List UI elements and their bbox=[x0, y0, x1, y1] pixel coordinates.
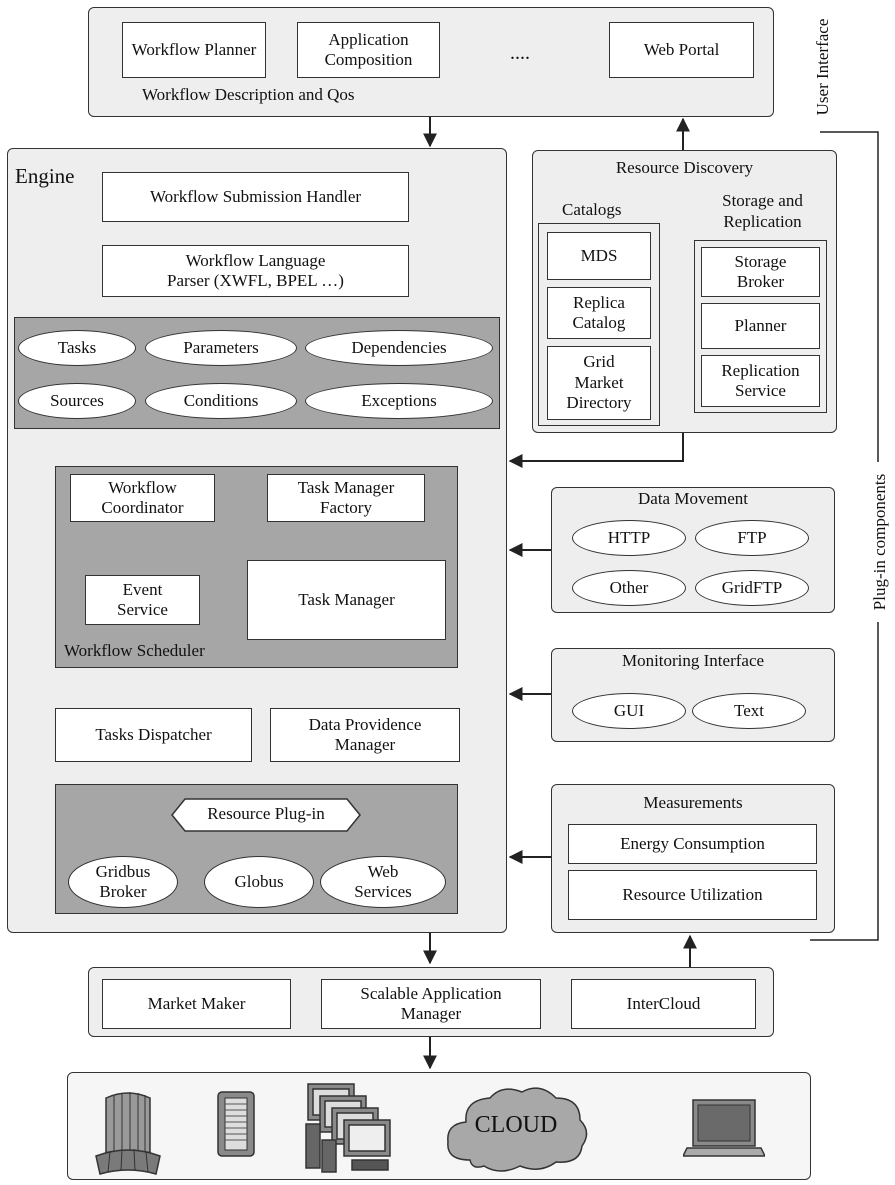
workflow-scheduler-caption: Workflow Scheduler bbox=[64, 641, 205, 660]
task-manager[interactable]: Task Manager bbox=[247, 560, 446, 640]
laptop-icon bbox=[683, 1099, 765, 1157]
monitoring-text[interactable]: Text bbox=[692, 693, 806, 729]
workflow-language-parser[interactable]: Workflow Language Parser (XWFL, BPEL …) bbox=[102, 245, 409, 297]
ui-item-web-portal[interactable]: Web Portal bbox=[609, 22, 754, 78]
element-parameters[interactable]: Parameters bbox=[145, 330, 297, 366]
catalog-grid-market-directory[interactable]: Grid Market Directory bbox=[547, 346, 651, 420]
metric-resource-utilization[interactable]: Resource Utilization bbox=[568, 870, 817, 920]
tasks-dispatcher[interactable]: Tasks Dispatcher bbox=[55, 708, 252, 762]
ui-item-workflow-planner[interactable]: Workflow Planner bbox=[122, 22, 266, 78]
resource-plugin-hexagon bbox=[171, 798, 361, 832]
target-gridbus-broker[interactable]: Gridbus Broker bbox=[68, 856, 178, 908]
metric-energy-consumption[interactable]: Energy Consumption bbox=[568, 824, 817, 864]
catalog-replica[interactable]: Replica Catalog bbox=[547, 287, 651, 339]
task-manager-factory[interactable]: Task Manager Factory bbox=[267, 474, 425, 522]
ui-item-application-composition[interactable]: Application Composition bbox=[297, 22, 440, 78]
workflow-coordinator[interactable]: Workflow Coordinator bbox=[70, 474, 215, 522]
element-exceptions[interactable]: Exceptions bbox=[305, 383, 493, 419]
server-icon bbox=[217, 1091, 255, 1157]
element-tasks[interactable]: Tasks bbox=[18, 330, 136, 366]
protocol-gridftp[interactable]: GridFTP bbox=[695, 570, 809, 606]
monitoring-title: Monitoring Interface bbox=[621, 651, 765, 670]
storage-group bbox=[694, 240, 827, 413]
protocol-http[interactable]: HTTP bbox=[572, 520, 686, 556]
measurements-title: Measurements bbox=[643, 793, 743, 812]
data-movement-title: Data Movement bbox=[638, 489, 748, 508]
data-providence-manager[interactable]: Data Providence Manager bbox=[270, 708, 460, 762]
catalogs-group bbox=[538, 223, 660, 426]
resource-discovery-title: Resource Discovery bbox=[615, 158, 754, 177]
market-maker[interactable]: Market Maker bbox=[102, 979, 291, 1029]
element-conditions[interactable]: Conditions bbox=[145, 383, 297, 419]
ui-caption: Workflow Description and Qos bbox=[142, 85, 355, 104]
monitoring-gui[interactable]: GUI bbox=[572, 693, 686, 729]
storage-planner[interactable]: Planner bbox=[701, 303, 820, 349]
event-service[interactable]: Event Service bbox=[85, 575, 200, 625]
ui-item-ellipsis: .... bbox=[510, 42, 530, 64]
arrow-discovery-to-engine bbox=[508, 433, 684, 468]
element-sources[interactable]: Sources bbox=[18, 383, 136, 419]
cluster-icon bbox=[305, 1083, 391, 1173]
user-interface-side-label: User Interface bbox=[813, 18, 832, 116]
scalable-application-manager[interactable]: Scalable Application Manager bbox=[321, 979, 541, 1029]
catalogs-label: Catalogs bbox=[562, 200, 622, 219]
protocol-ftp[interactable]: FTP bbox=[695, 520, 809, 556]
workflow-submission-handler[interactable]: Workflow Submission Handler bbox=[102, 172, 409, 222]
intercloud[interactable]: InterCloud bbox=[571, 979, 756, 1029]
storage-broker[interactable]: Storage Broker bbox=[701, 247, 820, 297]
target-globus[interactable]: Globus bbox=[204, 856, 314, 908]
storage-replication-label: Storage and Replication bbox=[722, 191, 803, 232]
element-dependencies[interactable]: Dependencies bbox=[305, 330, 493, 366]
cloud-icon bbox=[447, 1087, 588, 1172]
cloud-label: CLOUD bbox=[474, 1112, 558, 1138]
engine-title: Engine bbox=[15, 164, 75, 188]
supercomputer-icon bbox=[95, 1092, 161, 1175]
resource-plugin-title: Resource Plug-in bbox=[207, 804, 325, 823]
catalog-mds[interactable]: MDS bbox=[547, 232, 651, 280]
target-web-services[interactable]: Web Services bbox=[320, 856, 446, 908]
protocol-other[interactable]: Other bbox=[572, 570, 686, 606]
replication-service[interactable]: Replication Service bbox=[701, 355, 820, 407]
infrastructure-panel bbox=[67, 1072, 811, 1180]
